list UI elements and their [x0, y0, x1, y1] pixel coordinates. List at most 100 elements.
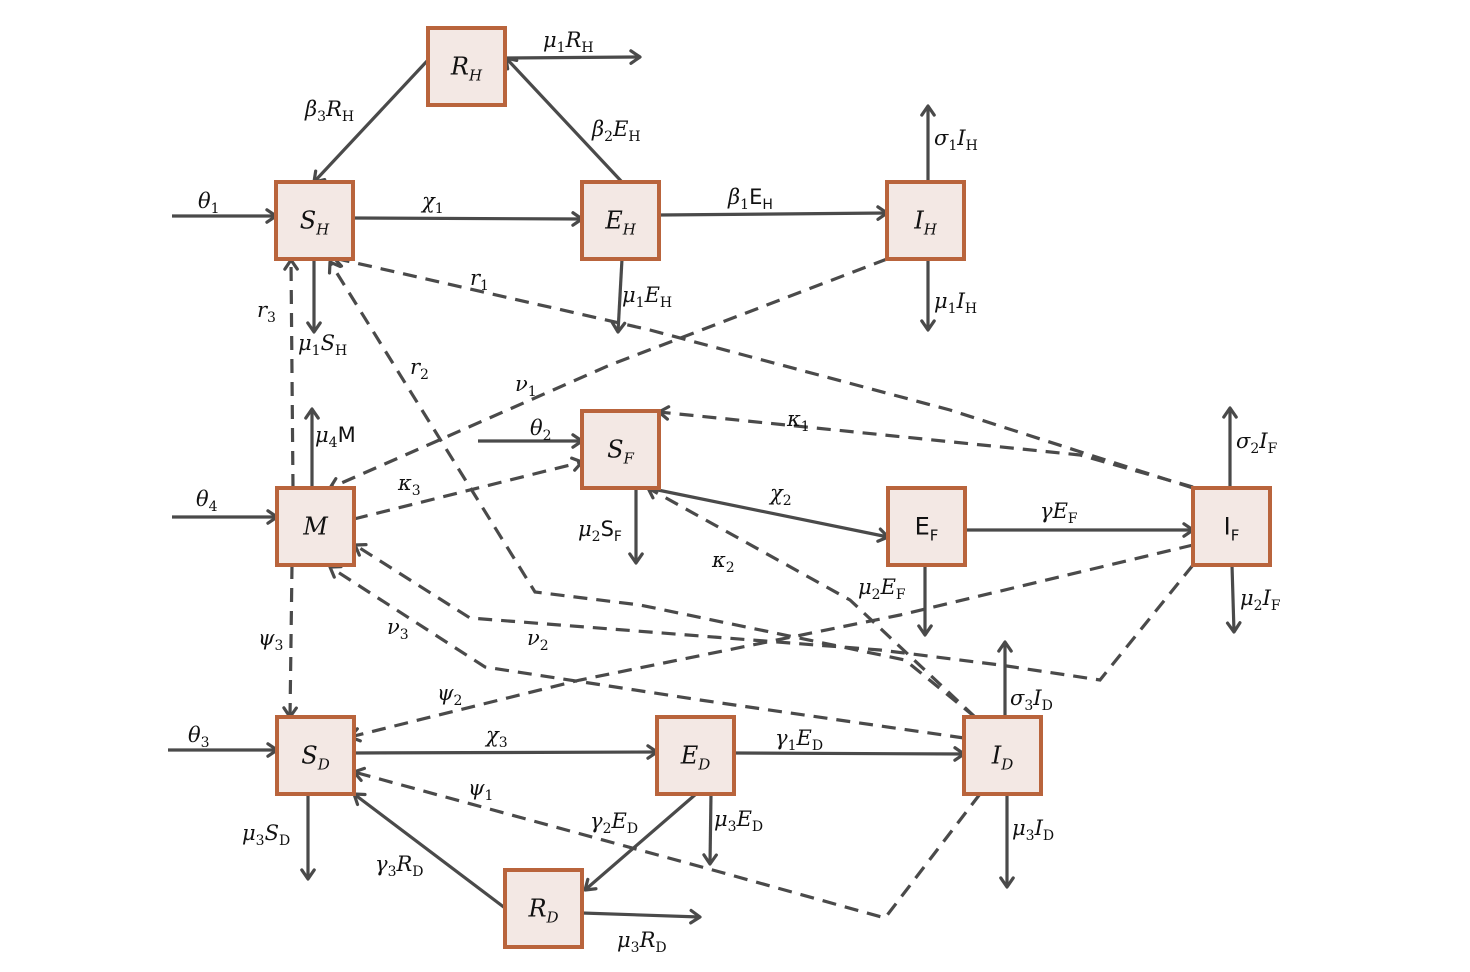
edge-label-chi2: χ2 [768, 481, 792, 509]
compartment-label: EH [604, 207, 637, 239]
edge-line [583, 792, 698, 892]
label-subscript: 3 [201, 735, 210, 751]
arrowhead-icon [327, 260, 342, 275]
compartment-RD: RD [503, 868, 584, 949]
arrowhead-icon [920, 319, 936, 332]
label-variable-subscript: F [1271, 598, 1281, 614]
label-symbol: ψ [258, 626, 275, 650]
compartment-box [275, 486, 356, 567]
label-subscript: 2 [453, 693, 462, 709]
edge-label-mu2SF: μ2SF [578, 517, 622, 545]
label-variable-subscript: H [335, 343, 347, 359]
edge-chi1 [352, 211, 584, 227]
label-subscript: 1 [948, 301, 957, 317]
label-symbol: μ [858, 575, 872, 599]
edge-chi2 [647, 486, 890, 543]
label-symbol: κ [711, 548, 726, 572]
edge-label-theta3: θ3 [188, 723, 210, 751]
arrowhead-icon [629, 49, 642, 65]
arrowhead-icon [300, 868, 316, 881]
label-subscript: 3 [412, 483, 421, 499]
compartment-SF: SF [580, 409, 661, 490]
label-symbol: χ [484, 723, 500, 747]
label-variable-subscript: D [812, 738, 823, 754]
edge-mu2EF [917, 565, 933, 637]
label-symbol: r [257, 298, 269, 322]
edge-label-theta1: θ1 [198, 189, 220, 217]
label-symbol: σ [934, 126, 949, 150]
edge-gammaEF [965, 522, 1195, 538]
label-symbol: μ [1240, 586, 1254, 610]
edge-label-nu3: ν3 [387, 615, 409, 643]
label-subscript: 1 [435, 201, 444, 217]
label-variable-subscript: F [614, 529, 622, 545]
edge-theta4 [172, 509, 279, 525]
label-subscript: 1 [557, 40, 566, 56]
edge-line [616, 258, 624, 333]
label-subscript: 2 [592, 529, 601, 545]
label-symbol: μ [934, 289, 948, 313]
edge-label-mu1EH: μ1EH [622, 283, 672, 311]
edge-label-mu1SH: μ1SH [298, 331, 347, 359]
label-variable-subscript: D [752, 819, 763, 835]
label-subscript: 1 [480, 278, 489, 294]
label-symbol: ν [515, 372, 528, 396]
edge-beta1 [658, 205, 889, 221]
compartment-ID: ID [962, 715, 1043, 796]
label-subscript: 3 [400, 627, 409, 643]
compartment-box [885, 180, 966, 261]
label-symbol: μ [315, 423, 329, 447]
label-variable: E [612, 117, 628, 141]
label-subscript: 1 [788, 738, 797, 754]
label-variable: R [395, 852, 412, 876]
compartment-IF: IF [1191, 486, 1272, 567]
edge-mu1SH [306, 259, 322, 334]
label-variable-subscript: F [1268, 441, 1278, 457]
label-subscript: 1 [740, 197, 749, 213]
edge-r2 [327, 260, 977, 719]
arrowhead-icon [306, 321, 322, 334]
label-variable: E [749, 185, 762, 209]
label-symbol: θ [188, 723, 201, 747]
label-symbol: σ [1010, 686, 1025, 710]
edge-gamma3 [352, 792, 506, 910]
compartment-label: SD [301, 742, 329, 774]
label-symbol: θ [198, 189, 211, 213]
label-symbol: β [304, 97, 317, 121]
label-symbol: μ [578, 517, 592, 541]
label-symbol: κ [397, 471, 412, 495]
label-variable-subscript: D [412, 864, 423, 880]
label-subscript: 3 [274, 638, 283, 654]
compartment-box [655, 715, 736, 796]
edge-mu2IF [1225, 564, 1242, 634]
compartment-box [580, 409, 661, 490]
label-variable-subscript: H [628, 129, 640, 145]
edge-mu3ID [999, 794, 1015, 889]
label-variable-subscript: H [342, 109, 354, 125]
edge-label-sigma1: σ1IH [934, 126, 978, 154]
edge-line [505, 55, 641, 60]
compartment-box [886, 486, 967, 567]
label-symbol: ψ [437, 681, 454, 705]
compartment-label: EF [915, 513, 939, 545]
edge-line [352, 216, 583, 221]
label-symbol: ν [387, 615, 400, 639]
edge-label-beta2: β2EH [591, 117, 641, 145]
label-subscript: 2 [604, 129, 613, 145]
compartment-SH: SH [274, 180, 355, 261]
label-symbol: γ [375, 852, 388, 876]
arrowhead-icon [997, 640, 1013, 653]
edge-theta3 [168, 742, 279, 758]
label-symbol: μ [242, 821, 256, 845]
label-subscript: 3 [499, 735, 508, 751]
label-subscript: 2 [872, 587, 881, 603]
compartment-box [580, 180, 661, 261]
edge-gamma2 [583, 792, 698, 892]
label-variable: S [265, 821, 279, 845]
edge-label-mu1IH: μ1IH [934, 289, 977, 317]
edge-label-gamma2: γ2ED [590, 809, 638, 837]
label-subscript: 1 [211, 201, 220, 217]
label-subscript: 3 [317, 109, 326, 125]
edge-gamma1 [734, 746, 966, 762]
label-variable: E [610, 809, 626, 833]
